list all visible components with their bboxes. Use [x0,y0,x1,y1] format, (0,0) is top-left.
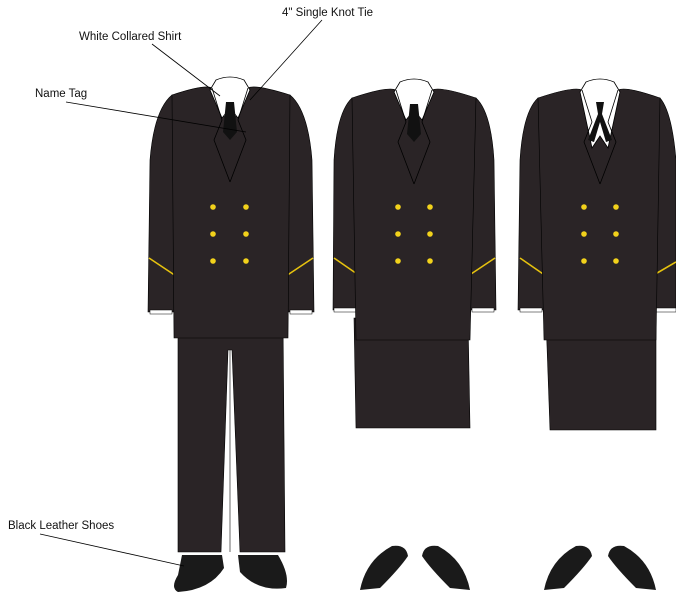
shoe-right-icon [238,555,287,589]
shoes-leader-line [40,534,184,566]
shoe-left-icon [174,555,224,592]
button-icon [427,204,433,210]
button-icon [395,258,401,264]
figure-skirt-uniform-2 [518,79,676,590]
button-icon [243,231,249,237]
button-icon [427,258,433,264]
button-icon [243,204,249,210]
shoe-right-icon [608,546,656,590]
shoe-left-icon [544,546,592,590]
button-icon [243,258,249,264]
shoe-left-icon [360,546,408,590]
button-icon [395,231,401,237]
button-icon [581,231,587,237]
button-icon [581,258,587,264]
tie-callout-label: 4" Single Knot Tie [282,6,373,20]
tie-leader-line [250,20,322,100]
button-icon [581,204,587,210]
shoe-right-icon [422,546,470,590]
button-icon [395,204,401,210]
button-icon [613,258,619,264]
figure-trouser-uniform [148,77,314,592]
shirt-callout-label: White Collared Shirt [79,30,181,44]
shirt-leader-line [152,44,220,96]
shoes-callout-label: Black Leather Shoes [8,519,114,533]
button-icon [613,231,619,237]
button-icon [613,204,619,210]
button-icon [210,231,216,237]
figure-skirt-uniform-1 [333,79,496,590]
name-tag-callout-label: Name Tag [35,87,87,101]
button-icon [210,258,216,264]
button-icon [427,231,433,237]
button-icon [210,204,216,210]
